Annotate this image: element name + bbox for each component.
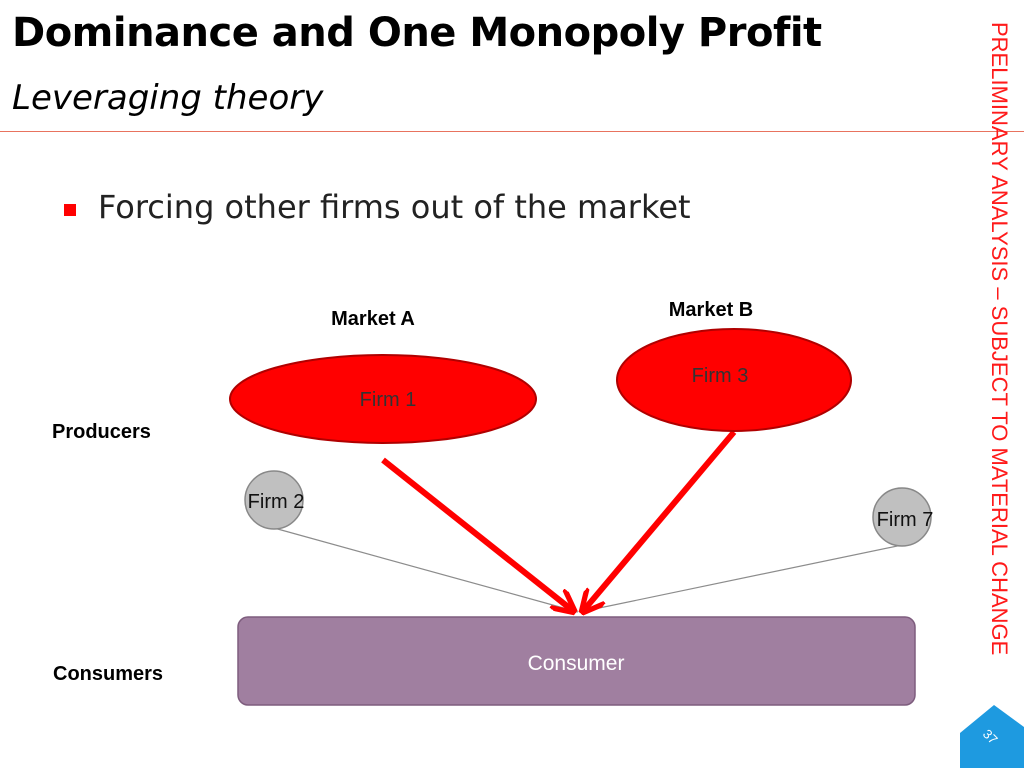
bullet-text: Forcing other firms out of the market bbox=[98, 188, 691, 226]
producers-label: Producers bbox=[52, 421, 151, 443]
firm3-label: Firm 3 bbox=[692, 365, 749, 387]
firm2-node bbox=[244, 470, 304, 530]
consumer-box bbox=[237, 616, 916, 706]
side-banner-text: PRELIMINARY ANALYSIS – SUBJECT TO MATERI… bbox=[987, 22, 1012, 656]
market-a-label: Market A bbox=[331, 308, 415, 330]
page-number-shape: 37 bbox=[960, 705, 1024, 768]
market-b-label: Market B bbox=[669, 299, 753, 321]
consumer-label: Consumer bbox=[528, 652, 625, 675]
firm7-label: Firm 7 bbox=[877, 509, 934, 531]
slide-subtitle: Leveraging theory bbox=[12, 78, 324, 118]
firm2-link bbox=[273, 527, 579, 613]
firm3-node bbox=[616, 328, 852, 432]
side-banner: PRELIMINARY ANALYSIS – SUBJECT TO MATERI… bbox=[980, 22, 1024, 768]
firm1-node bbox=[229, 354, 537, 444]
title-divider bbox=[0, 131, 1024, 132]
firm7-node bbox=[872, 487, 932, 547]
bullet-marker bbox=[64, 204, 76, 216]
page-number-tag: 37 bbox=[960, 705, 1024, 768]
firm7-link bbox=[579, 544, 903, 613]
firm3-arrow bbox=[584, 430, 737, 610]
firm2-label: Firm 2 bbox=[248, 491, 305, 513]
slide-title: Dominance and One Monopoly Profit bbox=[12, 10, 822, 56]
firm1-arrow bbox=[381, 457, 572, 610]
consumers-label: Consumers bbox=[53, 663, 163, 685]
firm1-label: Firm 1 bbox=[360, 389, 417, 411]
